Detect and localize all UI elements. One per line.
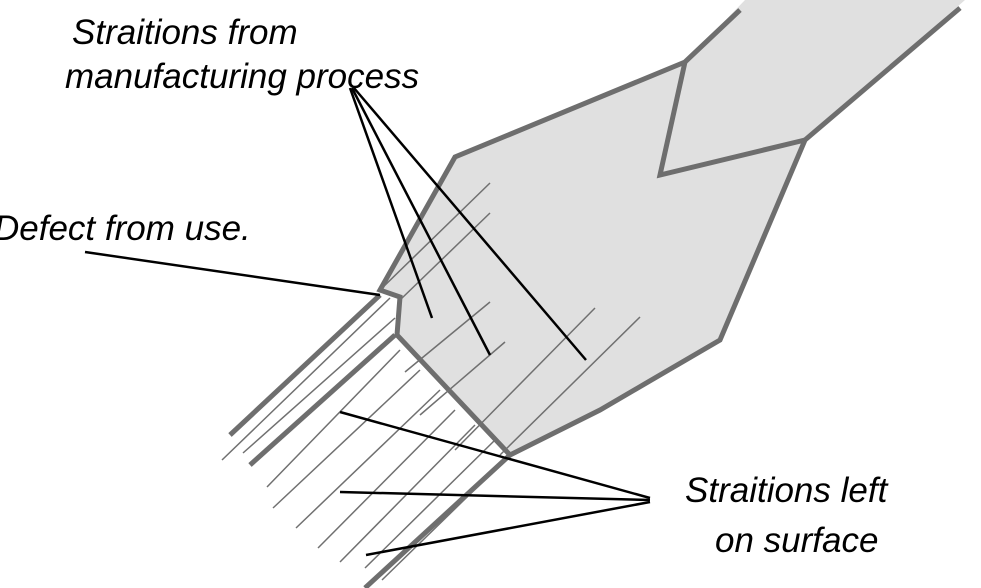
leader-manufacturing-1 [348, 87, 434, 319]
leader-lines [84, 87, 651, 557]
leader-defect [84, 250, 381, 297]
label-manufacturing-line2: manufacturing process [65, 57, 420, 96]
label-surface-line2: on surface [715, 521, 879, 560]
leader-manufacturing-2 [350, 87, 492, 356]
label-defect: Defect from use. [0, 209, 251, 248]
leader-surface-2 [339, 490, 651, 502]
label-surface-line1: Straitions left [685, 471, 888, 510]
label-manufacturing-line1: Straitions from [72, 13, 298, 52]
tool-outline [228, 6, 962, 588]
leader-surface-1 [339, 410, 651, 500]
leader-manufacturing-3 [353, 87, 587, 361]
leader-surface-3 [365, 500, 651, 557]
tool-body [380, 0, 965, 455]
